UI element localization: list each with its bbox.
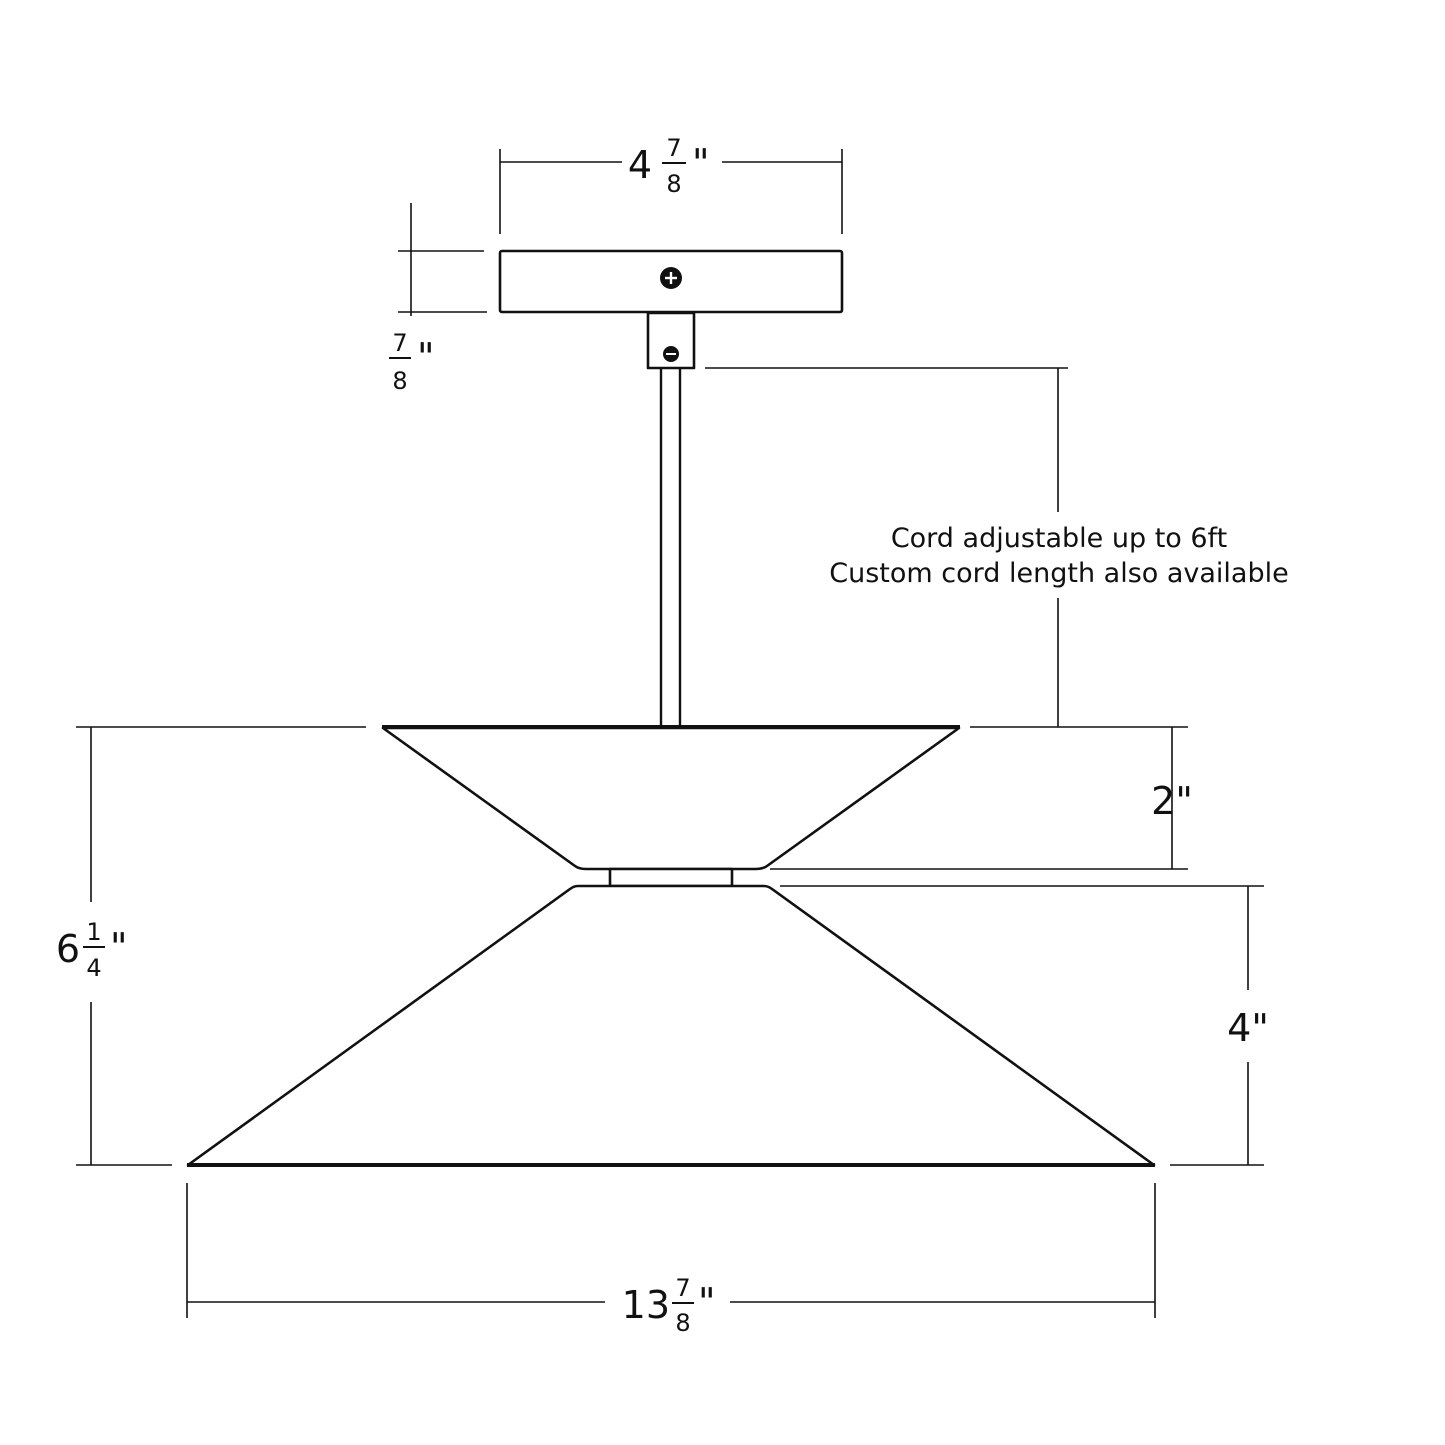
total-height-whole: 6	[56, 927, 80, 971]
dimension-cord-length: Cord adjustable up to 6ft Custom cord le…	[705, 367, 1289, 727]
top-shade-height-label: 2"	[1151, 779, 1193, 823]
canopy-width-denominator: 8	[666, 170, 681, 198]
canopy-width-numerator: 7	[666, 134, 681, 162]
top-shade	[381, 725, 961, 871]
shade-width-whole: 13	[622, 1283, 670, 1327]
cord-note-line1: Cord adjustable up to 6ft	[891, 523, 1227, 554]
dimension-canopy-height: 7 8 "	[389, 203, 487, 395]
dimension-bottom-shade-height: 4"	[780, 885, 1269, 1166]
cord-stem	[659, 368, 682, 727]
shade-connector	[608, 867, 734, 888]
cord-note-line2: Custom cord length also available	[829, 558, 1288, 589]
total-height-denominator: 4	[86, 954, 101, 982]
shade-width-unit: "	[698, 1280, 715, 1324]
shade-width-numerator: 7	[675, 1274, 690, 1302]
canopy-width-unit: "	[692, 141, 709, 185]
canopy-height-numerator: 7	[392, 329, 407, 357]
total-height-numerator: 1	[86, 918, 101, 946]
canopy-width-whole: 4	[628, 143, 652, 187]
dimension-top-shade-height: 2"	[770, 726, 1193, 870]
dimension-canopy-width: 4 7 8 "	[499, 134, 843, 234]
cord-grip	[646, 311, 696, 370]
canopy-screw-icon	[660, 267, 682, 289]
canopy-height-denominator: 8	[392, 367, 407, 395]
total-height-unit: "	[110, 925, 127, 969]
bottom-shade	[186, 884, 1156, 1167]
shade-width-denominator: 8	[675, 1309, 690, 1337]
canopy-height-unit: "	[417, 335, 434, 379]
dimension-total-height: 6 1 4 "	[56, 726, 366, 1166]
canopy	[498, 249, 844, 314]
bottom-shade-height-label: 4"	[1227, 1006, 1269, 1050]
cord-grip-screw-icon	[663, 346, 679, 362]
dimension-shade-width: 13 7 8 "	[186, 1183, 1156, 1337]
